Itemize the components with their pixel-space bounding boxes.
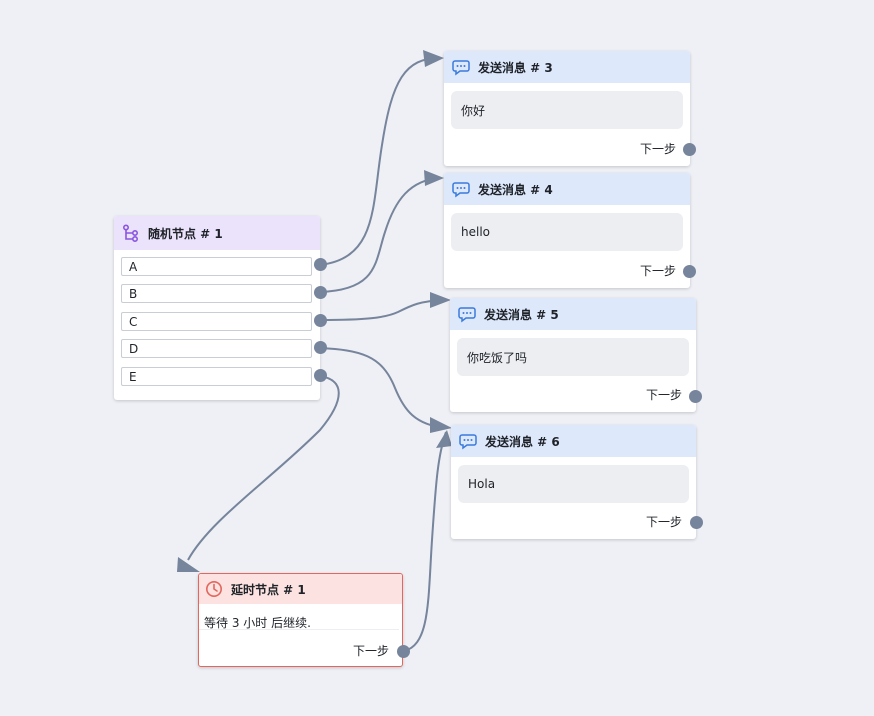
message-node-6-title: 发送消息 # 6: [485, 434, 560, 449]
edge-c-to-msg5[interactable]: [319, 299, 446, 321]
delay-node-next-port[interactable]: [397, 645, 410, 658]
message-node-5[interactable]: 发送消息 # 5 你吃饭了吗 下一步: [450, 298, 696, 412]
message-node-5-header[interactable]: 发送消息 # 5: [450, 298, 696, 330]
message-node-5-next-label: 下一步: [645, 388, 682, 402]
chat-icon: [459, 432, 477, 450]
edge-b-to-msg4[interactable]: [319, 177, 441, 293]
random-option-b[interactable]: B: [121, 284, 312, 303]
message-node-6-content[interactable]: Hola: [458, 465, 689, 503]
delay-node-header[interactable]: 延时节点 # 1: [199, 574, 402, 604]
random-node-title: 随机节点 # 1: [148, 226, 223, 241]
edge-d-to-msg6[interactable]: [319, 347, 447, 429]
message-node-6-header[interactable]: 发送消息 # 6: [451, 425, 696, 457]
delay-node-description: 等待 3 小时 后继续.: [199, 604, 399, 630]
delay-node-next-label: 下一步: [352, 644, 389, 658]
message-node-4[interactable]: 发送消息 # 4 hello 下一步: [444, 173, 690, 288]
random-option-a[interactable]: A: [121, 257, 312, 276]
random-port-e[interactable]: [314, 369, 327, 382]
message-node-3-next-label: 下一步: [639, 142, 676, 156]
arrowhead-msg3: [423, 50, 444, 67]
random-port-c[interactable]: [314, 314, 327, 327]
message-node-5-content[interactable]: 你吃饭了吗: [457, 338, 689, 376]
random-node-header[interactable]: 随机节点 # 1: [114, 216, 320, 250]
random-port-a[interactable]: [314, 258, 327, 271]
message-node-3-next-port[interactable]: [683, 143, 696, 156]
message-node-4-header[interactable]: 发送消息 # 4: [444, 173, 690, 205]
arrowhead-msg6-from-d: [430, 417, 452, 433]
delay-node[interactable]: 延时节点 # 1 等待 3 小时 后继续. 下一步: [198, 573, 403, 667]
chat-icon: [452, 58, 470, 76]
delay-node-title: 延时节点 # 1: [231, 582, 306, 597]
message-node-3-content[interactable]: 你好: [451, 91, 683, 129]
message-node-6[interactable]: 发送消息 # 6 Hola 下一步: [451, 425, 696, 539]
arrowhead-msg6-from-delay: [436, 430, 452, 448]
arrowhead-msg5: [430, 292, 451, 308]
message-node-5-next-port[interactable]: [689, 390, 702, 403]
branch-icon: [122, 224, 140, 242]
message-node-3[interactable]: 发送消息 # 3 你好 下一步: [444, 51, 690, 166]
chat-icon: [458, 305, 476, 323]
random-port-d[interactable]: [314, 341, 327, 354]
message-node-4-next-label: 下一步: [639, 264, 676, 278]
arrowhead-delay: [177, 557, 200, 572]
arrowhead-msg4: [424, 170, 444, 186]
random-option-e[interactable]: E: [121, 367, 312, 386]
random-node[interactable]: 随机节点 # 1 A B C D E: [114, 216, 320, 400]
message-node-5-title: 发送消息 # 5: [484, 307, 559, 322]
chat-icon: [452, 180, 470, 198]
message-node-4-content[interactable]: hello: [451, 213, 683, 251]
random-port-b[interactable]: [314, 286, 327, 299]
edge-delay-to-msg6[interactable]: [403, 431, 447, 652]
message-node-4-title: 发送消息 # 4: [478, 182, 553, 197]
message-node-3-header[interactable]: 发送消息 # 3: [444, 51, 690, 83]
edge-a-to-msg3[interactable]: [319, 57, 441, 266]
message-node-6-next-label: 下一步: [645, 515, 682, 529]
random-option-d[interactable]: D: [121, 339, 312, 358]
message-node-4-next-port[interactable]: [683, 265, 696, 278]
random-option-c[interactable]: C: [121, 312, 312, 331]
message-node-3-title: 发送消息 # 3: [478, 60, 553, 75]
message-node-6-next-port[interactable]: [690, 516, 703, 529]
clock-icon: [205, 580, 223, 598]
edge-e-to-delay[interactable]: [187, 375, 340, 561]
